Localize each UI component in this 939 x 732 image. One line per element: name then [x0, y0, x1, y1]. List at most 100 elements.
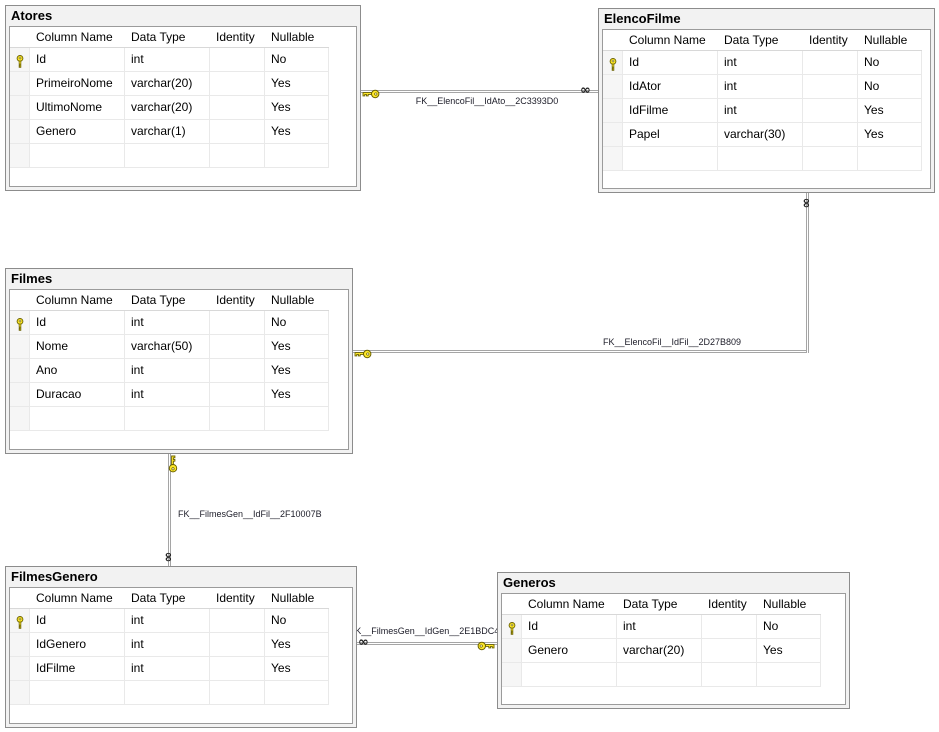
table-row-empty[interactable] — [10, 681, 329, 705]
primary-key-icon — [16, 614, 24, 632]
table-row[interactable]: Id int No — [502, 615, 821, 639]
primary-key-icon — [16, 316, 24, 334]
data-type-cell: int — [125, 48, 210, 72]
column-name-cell: IdGenero — [30, 633, 125, 657]
data-type-cell: varchar(1) — [125, 120, 210, 144]
identity-cell — [702, 639, 757, 663]
nullable-cell: Yes — [265, 383, 329, 407]
data-type-cell — [125, 681, 210, 705]
grid-header-row: Column Name Data Type Identity Nullable — [10, 290, 329, 311]
nullable-cell: Yes — [757, 639, 821, 663]
identity-cell — [803, 75, 858, 99]
identity-cell — [210, 383, 265, 407]
relation-many-end-icon: ∞ — [358, 635, 369, 650]
column-name-cell: IdAtor — [623, 75, 718, 99]
identity-cell — [210, 48, 265, 72]
data-type-cell: int — [125, 633, 210, 657]
pk-cell — [10, 383, 30, 407]
relation-key-end-icon — [362, 86, 380, 99]
table-row[interactable]: Duracao int Yes — [10, 383, 329, 407]
table-row-empty[interactable] — [10, 407, 329, 431]
row-selector-header — [603, 30, 623, 51]
table-row-empty[interactable] — [603, 147, 922, 171]
pk-cell — [10, 48, 30, 72]
nullable-cell — [265, 144, 329, 168]
table-title[interactable]: Generos — [503, 575, 556, 590]
table-row[interactable]: IdFilme int Yes — [10, 657, 329, 681]
table-filmes[interactable]: Filmes Column Name Data Type Identity Nu… — [5, 268, 353, 454]
relation-line-filmes-filmesgenero[interactable] — [168, 454, 171, 566]
header-identity: Identity — [210, 27, 265, 48]
table-row[interactable]: Nome varchar(50) Yes — [10, 335, 329, 359]
nullable-cell: Yes — [265, 359, 329, 383]
table-grid: Column Name Data Type Identity Nullable … — [9, 289, 349, 450]
table-row[interactable]: Id int No — [10, 311, 329, 335]
nullable-cell: Yes — [265, 335, 329, 359]
table-title[interactable]: Filmes — [11, 271, 53, 286]
table-filmesgenero[interactable]: FilmesGenero Column Name Data Type Ident… — [5, 566, 357, 728]
table-row[interactable]: UltimoNome varchar(20) Yes — [10, 96, 329, 120]
relation-line-atores-elencofilme[interactable] — [361, 90, 598, 93]
nullable-cell — [757, 663, 821, 687]
nullable-cell: Yes — [265, 96, 329, 120]
table-row[interactable]: IdGenero int Yes — [10, 633, 329, 657]
pk-cell — [10, 144, 30, 168]
relation-many-end-icon: ∞ — [160, 551, 176, 563]
table-row[interactable]: PrimeiroNome varchar(20) Yes — [10, 72, 329, 96]
relation-many-end-icon: ∞ — [580, 83, 591, 98]
column-name-cell — [30, 407, 125, 431]
identity-cell — [803, 99, 858, 123]
pk-cell — [10, 681, 30, 705]
table-row[interactable]: IdAtor int No — [603, 75, 922, 99]
relation-line-filmes-elencofilme[interactable] — [353, 350, 809, 353]
table-title[interactable]: ElencoFilme — [604, 11, 681, 26]
table-title[interactable]: FilmesGenero — [11, 569, 98, 584]
identity-cell — [210, 609, 265, 633]
relation-line-filmes-elencofilme-vertical[interactable] — [806, 193, 809, 353]
identity-cell — [210, 96, 265, 120]
header-nullable: Nullable — [265, 290, 329, 311]
relation-label: FK__FilmesGen__IdGen__2E1BDC42 — [349, 626, 505, 636]
table-row-empty[interactable] — [502, 663, 821, 687]
column-name-cell — [30, 144, 125, 168]
nullable-cell: No — [265, 311, 329, 335]
table-row-empty[interactable] — [10, 144, 329, 168]
header-data-type: Data Type — [718, 30, 803, 51]
column-name-cell — [30, 681, 125, 705]
relation-line-filmesgenero-generos[interactable] — [357, 642, 497, 645]
column-name-cell: Id — [30, 311, 125, 335]
row-selector-header — [10, 290, 30, 311]
table-row[interactable]: Ano int Yes — [10, 359, 329, 383]
data-type-cell — [125, 407, 210, 431]
table-row[interactable]: Genero varchar(20) Yes — [502, 639, 821, 663]
table-row[interactable]: Id int No — [10, 48, 329, 72]
pk-cell — [603, 75, 623, 99]
table-row[interactable]: Papel varchar(30) Yes — [603, 123, 922, 147]
grid-header-row: Column Name Data Type Identity Nullable — [10, 588, 329, 609]
identity-cell — [210, 681, 265, 705]
nullable-cell: Yes — [858, 99, 922, 123]
table-generos[interactable]: Generos Column Name Data Type Identity N… — [497, 572, 850, 709]
nullable-cell: Yes — [265, 72, 329, 96]
data-type-cell — [617, 663, 702, 687]
nullable-cell: Yes — [265, 120, 329, 144]
table-title[interactable]: Atores — [11, 8, 53, 23]
column-name-cell: Id — [623, 51, 718, 75]
table-row[interactable]: Id int No — [603, 51, 922, 75]
table-row[interactable]: Id int No — [10, 609, 329, 633]
data-type-cell: int — [718, 99, 803, 123]
column-name-cell: Id — [522, 615, 617, 639]
nullable-cell — [858, 147, 922, 171]
pk-cell — [603, 123, 623, 147]
pk-cell — [10, 633, 30, 657]
pk-cell — [502, 639, 522, 663]
table-row[interactable]: IdFilme int Yes — [603, 99, 922, 123]
relation-label: FK__ElencoFil__IdFil__2D27B809 — [602, 337, 742, 347]
identity-cell — [702, 663, 757, 687]
row-selector-header — [10, 27, 30, 48]
pk-cell — [10, 609, 30, 633]
table-atores[interactable]: Atores Column Name Data Type Identity Nu… — [5, 5, 361, 191]
table-elencofilme[interactable]: ElencoFilme Column Name Data Type Identi… — [598, 8, 935, 193]
table-row[interactable]: Genero varchar(1) Yes — [10, 120, 329, 144]
